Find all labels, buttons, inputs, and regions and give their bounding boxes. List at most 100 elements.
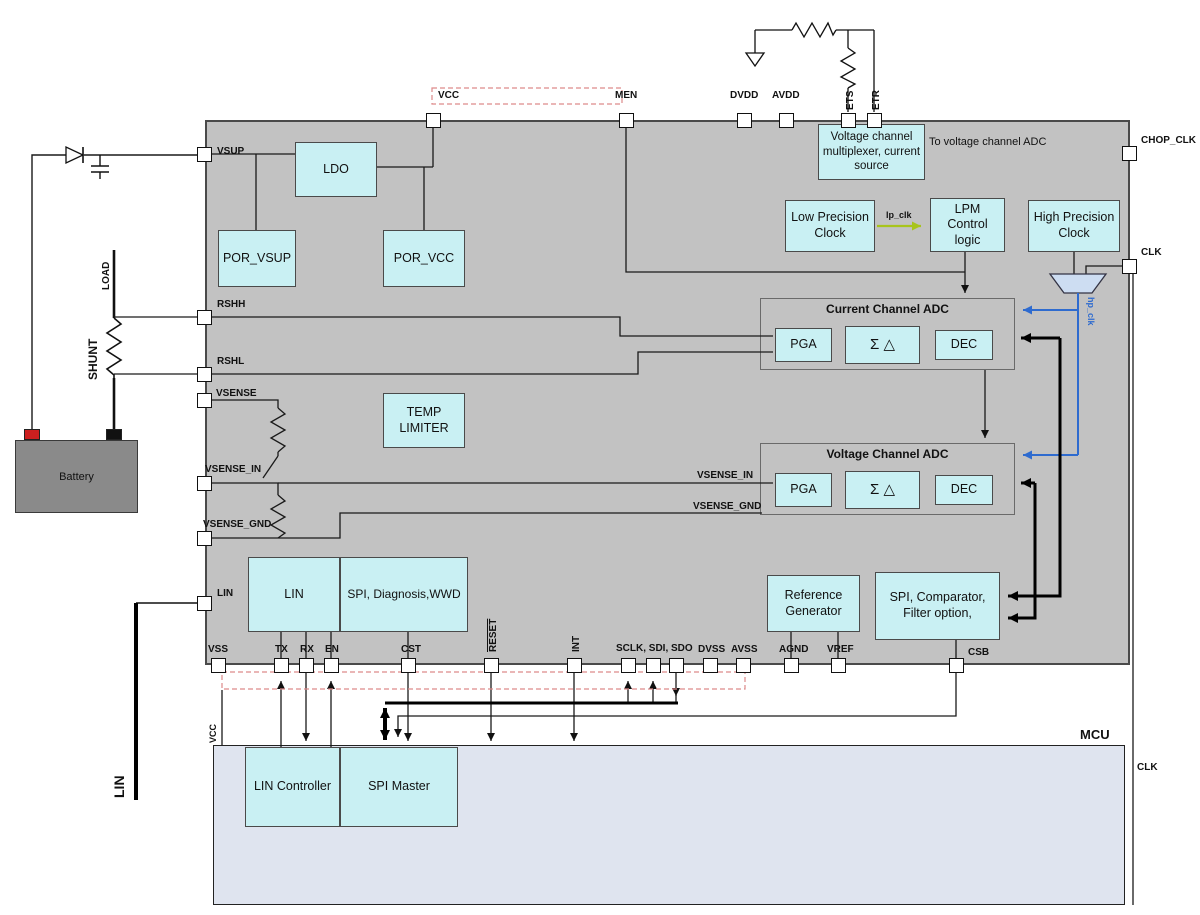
pin-vsense-in	[197, 476, 212, 491]
vsense-gnd-net-label: VSENSE_GND	[693, 501, 762, 512]
load-label: LOAD	[101, 261, 112, 290]
voltage-adc-pga: PGA	[775, 473, 832, 507]
diode	[65, 145, 85, 165]
lin-block: LIN	[248, 557, 340, 632]
low-precision-clock-block: Low Precision Clock	[785, 200, 875, 252]
ldo-block: LDO	[295, 142, 377, 197]
pin-label-clk: CLK	[1141, 247, 1162, 258]
pin-lin	[197, 596, 212, 611]
pin-label-agnd: AGND	[779, 644, 809, 655]
pin-vref	[831, 658, 846, 673]
to-voltage-adc-label: To voltage channel ADC	[929, 136, 1047, 148]
pin-label-cst: CST	[401, 644, 421, 655]
pin-label-rshh: RSHH	[217, 299, 246, 310]
pin-en	[324, 658, 339, 673]
pin-label-sclk-sdi-sdo: SCLK, SDI, SDO	[616, 643, 693, 654]
pin-dvss	[703, 658, 718, 673]
pin-label-dvdd: DVDD	[730, 90, 759, 101]
reference-generator-block: Reference Generator	[767, 575, 860, 632]
pin-men	[619, 113, 634, 128]
pin-label-vsup: VSUP	[217, 146, 245, 157]
pin-label-vsense: VSENSE	[216, 388, 257, 399]
pin-vsup	[197, 147, 212, 162]
pin-sdi	[646, 658, 661, 673]
voltage-mux-block: Voltage channel multiplexer, current sou…	[818, 124, 925, 180]
pin-avdd	[779, 113, 794, 128]
battery: Battery	[15, 440, 138, 513]
pin-etr	[867, 113, 882, 128]
pin-int	[567, 658, 582, 673]
pin-rshl	[197, 367, 212, 382]
temp-limiter-block: TEMP LIMITER	[383, 393, 465, 448]
lp-clk-label: lp_clk	[886, 210, 912, 220]
pin-label-tx: TX	[275, 644, 288, 655]
pin-label-ets: ETS	[845, 90, 856, 110]
pin-clk	[1122, 259, 1137, 274]
pin-label-men: MEN	[615, 90, 638, 101]
pin-agnd	[784, 658, 799, 673]
spi-comparator-block: SPI, Comparator, Filter option,	[875, 572, 1000, 640]
pin-label-vref: VREF	[827, 644, 854, 655]
lin-controller-block: LIN Controller	[245, 747, 340, 827]
pin-label-chop-clk: CHOP_CLK	[1141, 135, 1197, 146]
current-adc-pga: PGA	[775, 328, 832, 362]
pin-reset	[484, 658, 499, 673]
pin-label-int: INT	[571, 635, 582, 652]
pin-label-rshl: RSHL	[217, 356, 245, 367]
pin-label-vsense-in: VSENSE_IN	[205, 464, 262, 475]
pin-label-lin: LIN	[217, 588, 234, 599]
pin-csb	[949, 658, 964, 673]
battery-positive-terminal	[24, 429, 40, 440]
pin-rx	[299, 658, 314, 673]
pin-label-csb: CSB	[968, 647, 990, 658]
hp-clk-label: hp_clk	[1086, 297, 1096, 326]
pin-label-rx: RX	[300, 644, 314, 655]
battery-label: Battery	[59, 470, 94, 483]
voltage-adc-dec: DEC	[935, 475, 993, 505]
spi-diagnosis-block: SPI, Diagnosis,WWD	[340, 557, 468, 632]
mcu-clk-label: CLK	[1137, 762, 1158, 773]
current-adc-title: Current Channel ADC	[826, 302, 949, 316]
pin-label-etr: ETR	[871, 90, 882, 110]
pin-cst	[401, 658, 416, 673]
pin-label-avdd: AVDD	[772, 90, 800, 101]
pin-ets	[841, 113, 856, 128]
pin-chop-clk	[1122, 146, 1137, 161]
shunt-label: SHUNT	[86, 338, 100, 380]
pin-label-vss: VSS	[208, 644, 229, 655]
pin-vsense-gnd	[197, 531, 212, 546]
battery-negative-terminal	[106, 429, 122, 440]
spi-master-block: SPI Master	[340, 747, 458, 827]
pin-sclk	[621, 658, 636, 673]
spi-bus-thick	[380, 701, 678, 740]
voltage-adc-title: Voltage Channel ADC	[826, 447, 949, 461]
por-vcc-block: POR_VCC	[383, 230, 465, 287]
pin-vsense	[197, 393, 212, 408]
pin-label-dvss: DVSS	[698, 644, 726, 655]
pin-label-reset: RESET	[488, 618, 499, 652]
mcu-title: MCU	[1080, 727, 1110, 742]
pin-label-avss: AVSS	[731, 644, 758, 655]
pin-vcc	[426, 113, 441, 128]
lin-bus-label: LIN	[111, 775, 127, 798]
voltage-adc-sigma-delta: Σ △	[845, 471, 920, 509]
current-adc-dec: DEC	[935, 330, 993, 360]
pin-avss	[736, 658, 751, 673]
shunt-sense-wires	[114, 316, 197, 375]
lpm-control-block: LPM Control logic	[930, 198, 1005, 252]
pin-vss	[211, 658, 226, 673]
por-vsup-block: POR_VSUP	[218, 230, 296, 287]
high-precision-clock-block: High Precision Clock	[1028, 200, 1120, 252]
capacitor	[91, 155, 109, 179]
pin-rshh	[197, 310, 212, 325]
pin-dvdd	[737, 113, 752, 128]
pin-label-vcc: VCC	[438, 90, 460, 101]
mcu-vcc-label: VCC	[208, 723, 218, 743]
vsense-in-net-label: VSENSE_IN	[697, 470, 754, 481]
ground-symbol	[744, 52, 766, 68]
shunt-resistor	[105, 317, 123, 378]
current-adc-sigma-delta: Σ △	[845, 326, 920, 364]
vsup-supply-wire	[31, 154, 197, 429]
pin-tx	[274, 658, 289, 673]
